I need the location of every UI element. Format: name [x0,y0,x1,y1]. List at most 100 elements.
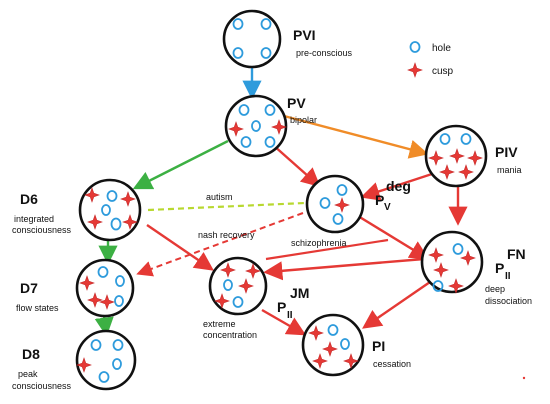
hole-icon [98,371,110,383]
node-pvi [222,9,282,69]
hole-icon [223,279,233,291]
legend-cusp-label: cusp [432,66,454,77]
node-piijm-sup: JM [290,285,309,301]
hole-icon [112,339,124,351]
node-piijm-desc-1: extreme [203,319,236,329]
node-d7-label: D7 [20,280,38,296]
edge-d6-piijm [146,224,214,271]
legend-hole-icon [409,41,421,53]
edge-pv-d6 [132,139,229,190]
node-piv-label: PIV [495,144,518,160]
hole-icon [439,133,451,145]
hole-icon [110,217,122,231]
cusp-icon [76,357,92,373]
node-piijm-name: P [277,299,286,315]
hole-icon [90,339,102,351]
node-piifn-sub: II [505,271,511,282]
node-piifn-desc-2: dissociation [485,296,532,306]
node-piijm-desc-2: concentration [203,330,257,340]
node-pvdeg-sub: V [384,202,391,213]
node-pvdeg-name: P [375,192,384,208]
edge-label-nash-recovery: nash recovery [198,230,255,240]
cusp-icon [220,262,236,278]
hole-icon [251,120,261,132]
cusp-icon [120,191,136,207]
cusp-icon [87,214,103,230]
edge-piijm-pi [261,308,307,336]
cusp-icon [228,121,244,137]
node-pv-label: PV [287,95,306,111]
hole-icon [264,136,276,148]
cusp-icon [214,293,230,309]
cusp-icon [433,262,449,278]
cusp-icon [79,275,95,291]
hole-icon [115,275,125,287]
node-piv-desc: mania [497,165,522,175]
legend: hole cusp [407,41,454,78]
hole-icon [452,243,464,255]
edge-piifn-piijm [263,257,425,281]
edge-pv-piv [283,114,429,159]
hole-icon [101,204,111,216]
cusp-icon [245,263,261,279]
cusp-icon [428,247,444,263]
cusp-icon [458,164,474,180]
legend-hole-label: hole [432,43,451,54]
hole-icon [432,280,444,292]
hole-icon [340,338,350,350]
hole-icon [114,295,124,307]
hole-icon [238,104,250,116]
hole-icon [264,104,276,116]
hole-icon [260,47,272,59]
cusp-icon [308,325,324,341]
edge-pvdeg-piijm [265,238,389,261]
cusp-icon [439,164,455,180]
node-pv-desc: bipolar [290,115,317,125]
cusp-icon [122,214,138,230]
node-piifn-sup: FN [507,246,526,262]
node-pvdeg-sup: deg [386,178,411,194]
hole-icon [97,266,109,278]
node-piv [424,124,488,188]
edge-d7-d8 [94,315,114,337]
cusp-icon [312,353,328,369]
node-pvdeg-label: P [375,192,384,208]
edge-pvdeg-d7-nash [136,212,304,277]
cusp-icon [84,187,100,203]
cusp-icon [334,197,350,213]
cusp-icon [449,148,465,164]
legend-cusp-icon [407,62,423,78]
node-piifn-name: P [495,260,504,276]
cusp-icon [448,278,464,294]
hole-icon [332,213,344,225]
node-d7 [75,258,135,318]
node-piifn [420,230,484,294]
node-pvi-label: PVI [293,27,316,43]
node-d6 [78,178,142,242]
node-d7-desc: flow states [16,303,59,313]
stray-dot [522,376,526,380]
hole-icon [260,18,272,30]
edge-pvdeg-piifn [357,214,430,260]
cusp-icon [428,150,444,166]
node-d8-label: D8 [22,346,40,362]
edge-piifn-pi [362,281,431,329]
node-d6-desc-2: consciousness [12,225,72,235]
cusp-icon [343,353,359,369]
hole-icon [112,358,122,370]
node-pi-desc: cessation [373,359,411,369]
node-pvdeg [305,174,365,234]
hole-icon [232,47,244,59]
node-pv [224,94,288,158]
hole-icon [336,184,348,196]
node-pi [301,313,365,377]
cusp-icon [460,250,476,266]
node-pi-label: PI [372,338,385,354]
node-d6-label: D6 [20,191,38,207]
cusp-icon [238,278,254,294]
node-piifn-desc-1: deep [485,284,505,294]
node-d6-desc-1: integrated [14,214,54,224]
hole-icon [319,197,331,209]
